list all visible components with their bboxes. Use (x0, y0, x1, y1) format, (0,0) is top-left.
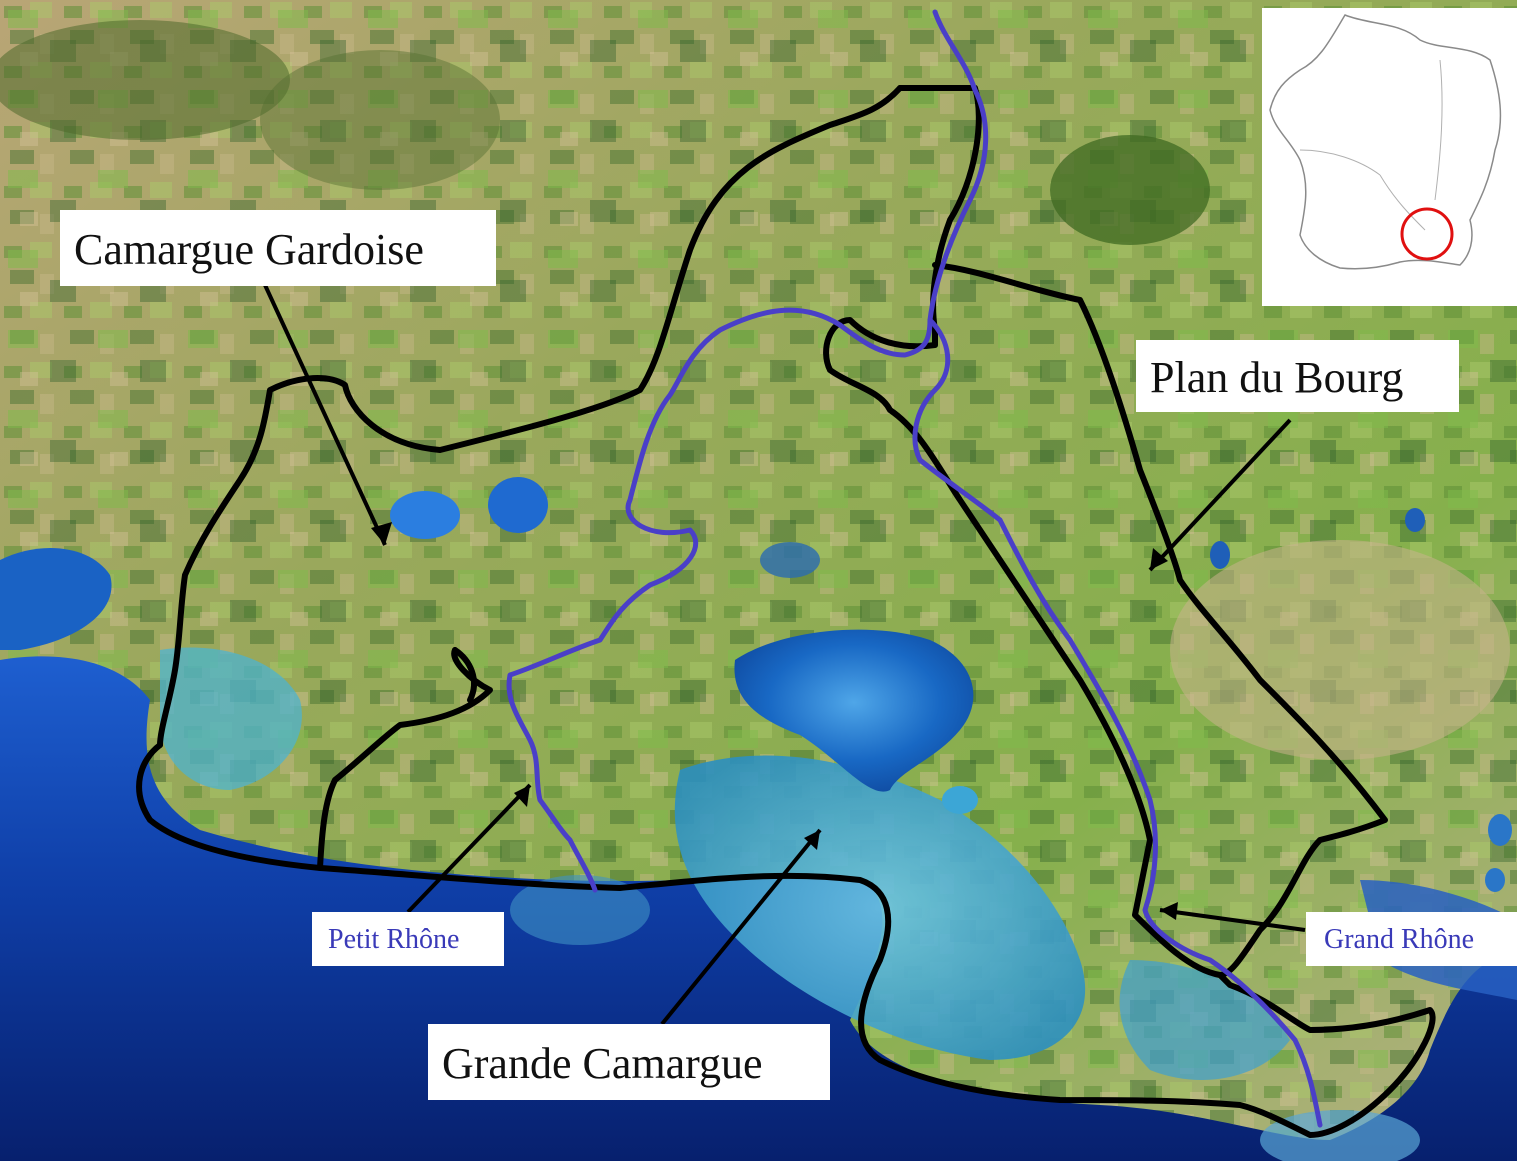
vaccares-lagoon (734, 629, 974, 792)
label-camargue-gardoise: Camargue Gardoise (60, 210, 496, 286)
label-grand-rhone: Grand Rhône (1306, 912, 1517, 966)
pond (1210, 541, 1230, 569)
france-outline (1269, 14, 1502, 270)
sediment-plume (510, 875, 650, 945)
inset-rivers (1299, 59, 1443, 231)
rivers (506, 9, 1323, 1128)
pond (390, 491, 460, 539)
arrow-camargue-gardoise (263, 284, 387, 546)
salt-pans-east (1119, 960, 1290, 1080)
arrow-heads (371, 522, 1178, 920)
rhone-river (837, 9, 989, 358)
forest-patch (260, 50, 500, 190)
arrow-plan-du-bourg (1148, 418, 1292, 572)
tan-field-patch (1170, 540, 1510, 760)
sediment-plume (1260, 1110, 1420, 1161)
pond (942, 786, 978, 814)
coastal-lagoon-west (0, 548, 112, 650)
inset-background (1262, 8, 1517, 306)
label-petit-rhone: Petit Rhône (312, 912, 504, 966)
camargue-location-marker (1400, 207, 1454, 261)
pond (1488, 814, 1512, 846)
salt-pans-west (160, 647, 302, 790)
arrowhead (371, 522, 392, 545)
arrowhead (514, 785, 530, 807)
pond (1485, 868, 1505, 892)
inset-france-map (1262, 8, 1517, 306)
arrow-petit-rhone (406, 783, 532, 914)
arrowhead (1160, 902, 1178, 920)
grand-rhone-river (912, 317, 1323, 1128)
arrowhead (1150, 548, 1168, 570)
region-boundaries (136, 85, 1436, 1138)
petit-rhone-river (506, 307, 843, 893)
southern-marshes (674, 755, 1086, 1060)
forest-patch (1050, 135, 1210, 245)
pond (1405, 508, 1425, 532)
label-plan-du-bourg: Plan du Bourg (1136, 340, 1459, 412)
leader-lines (263, 284, 1306, 1026)
arrowhead (804, 830, 820, 850)
forest-patch (0, 20, 290, 140)
arrow-grand-rhone (1159, 908, 1306, 932)
label-grande-camargue: Grande Camargue (428, 1024, 830, 1100)
pond (760, 542, 820, 578)
pond (488, 477, 548, 533)
arrow-grande-camargue (660, 828, 822, 1026)
